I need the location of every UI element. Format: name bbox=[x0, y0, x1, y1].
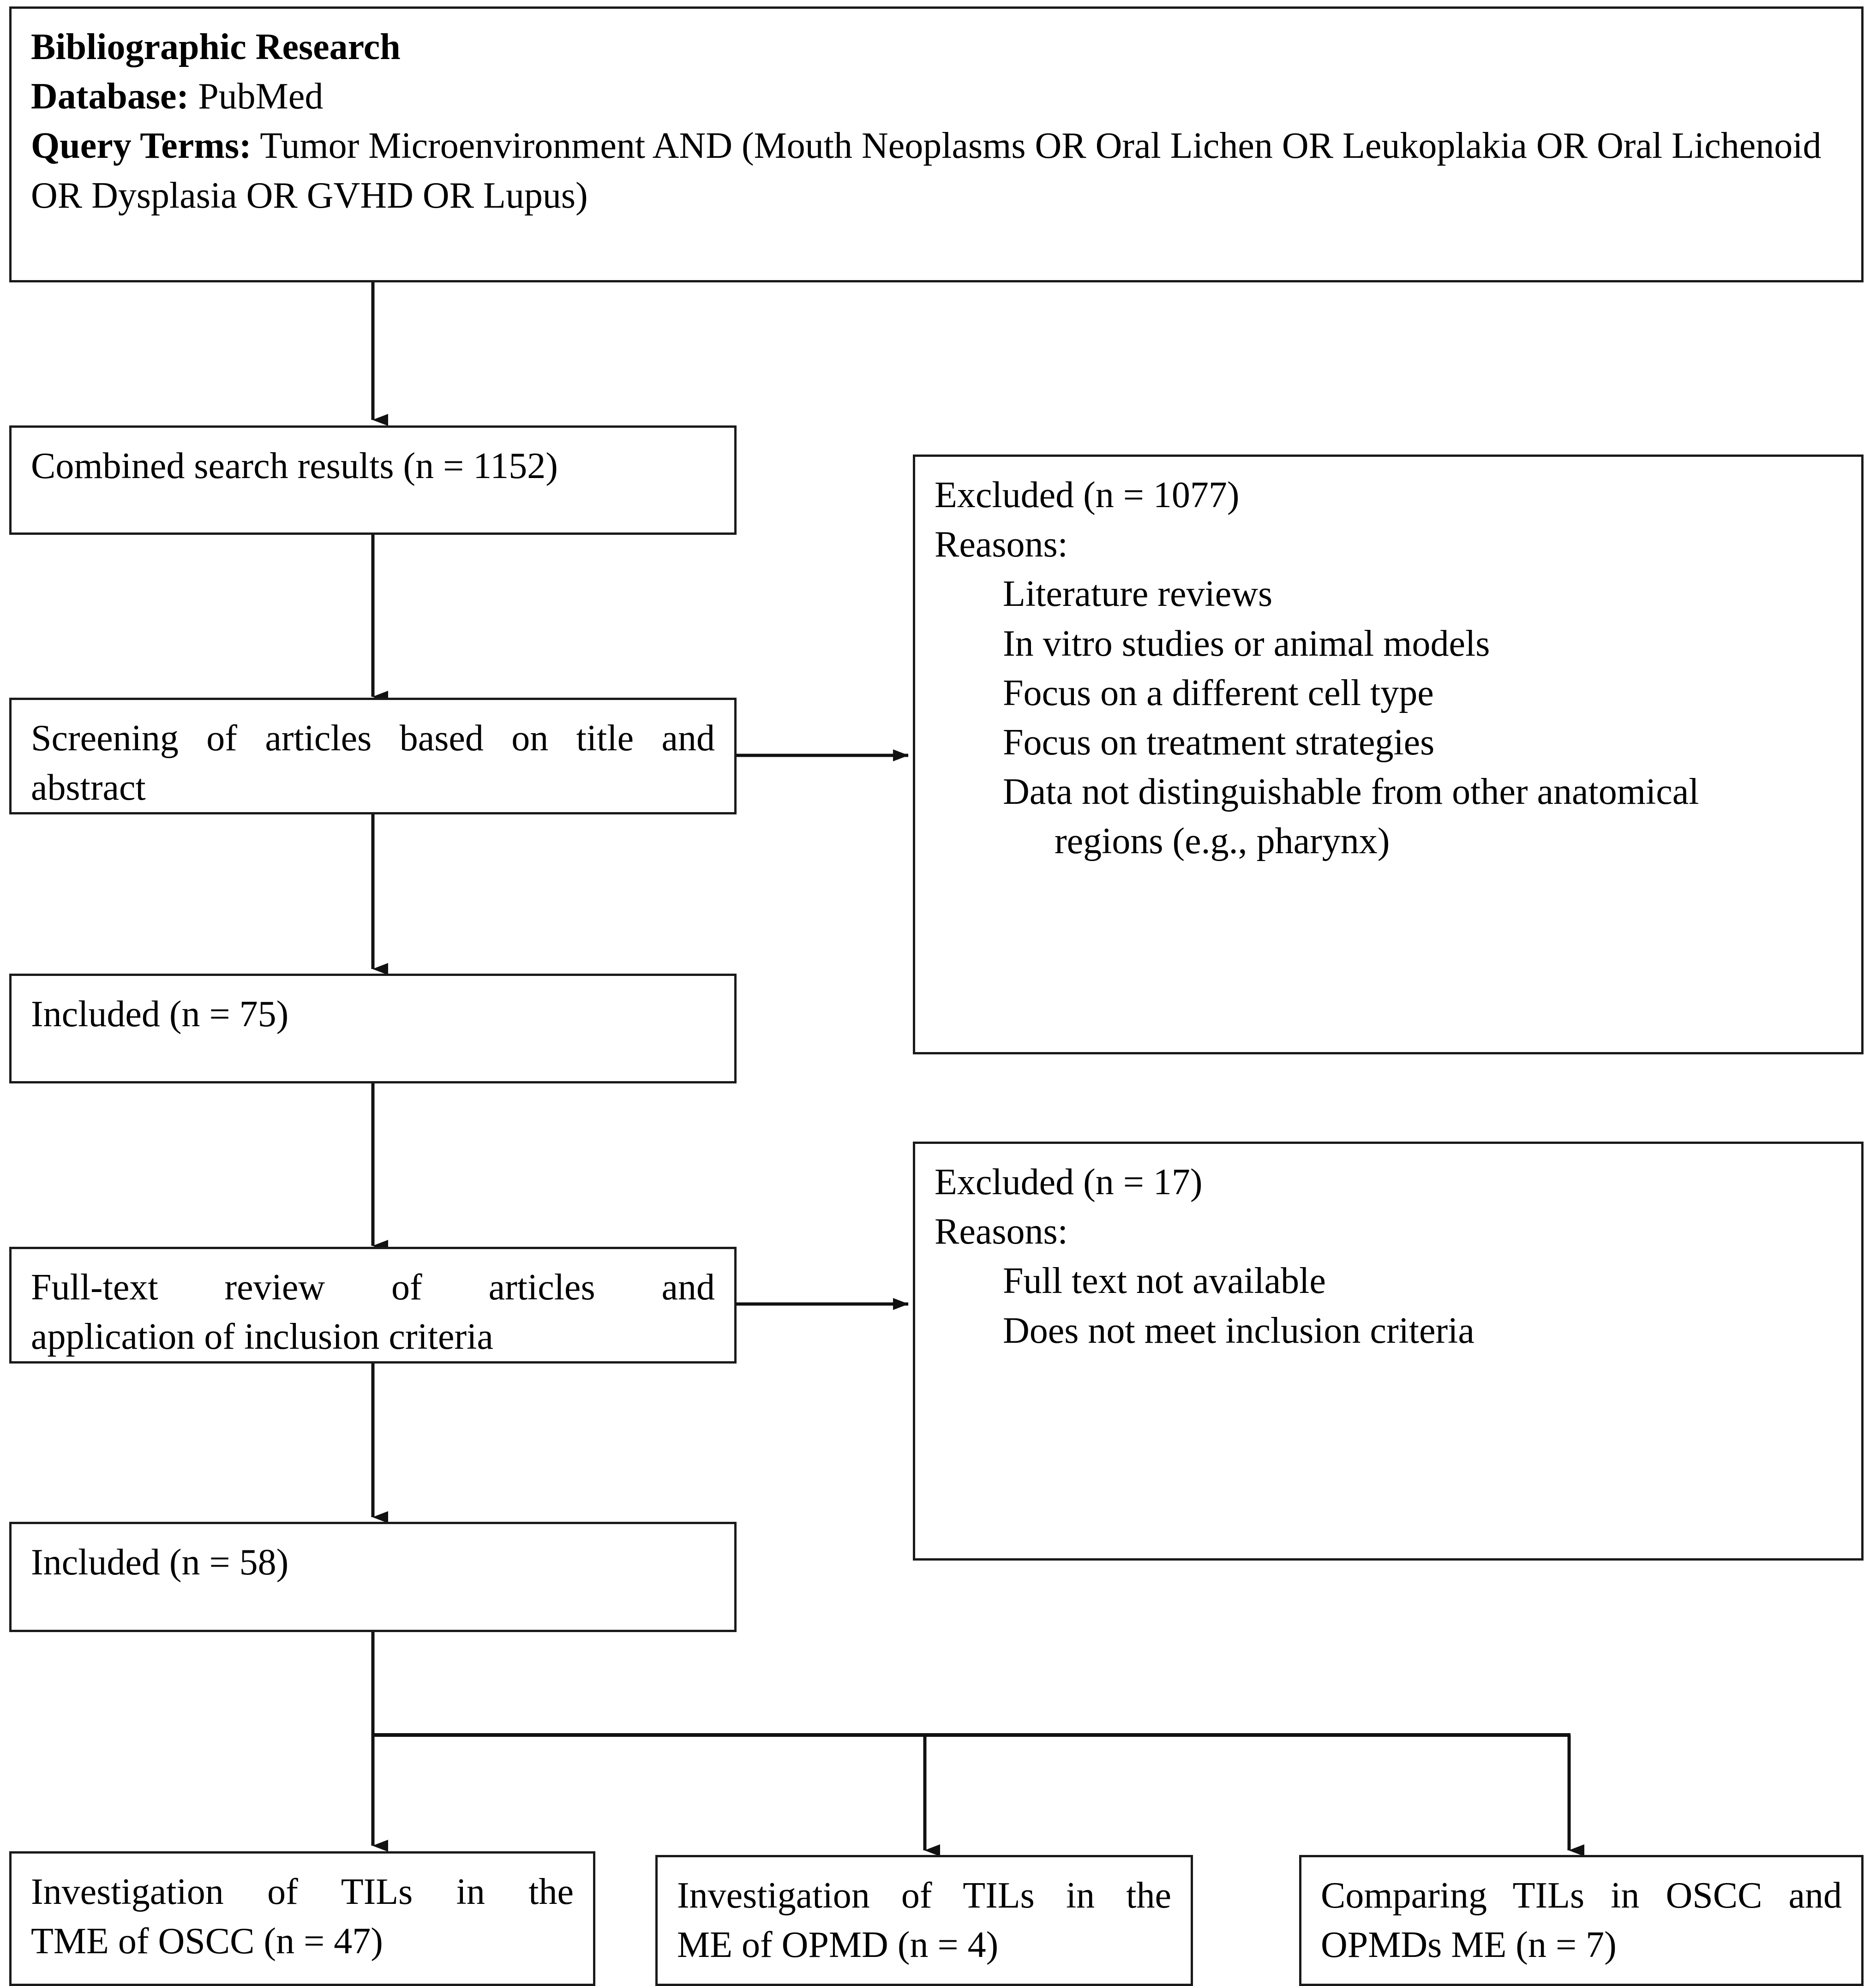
query-line: Query Terms: Tumor Microenvironment AND … bbox=[31, 121, 1842, 220]
query-label: Query Terms: bbox=[31, 126, 252, 167]
reason-item: Literature reviews bbox=[1003, 574, 1273, 615]
query-value: Tumor Microenvironment AND (Mouth Neopla… bbox=[31, 126, 1822, 216]
excluded-17-reasons-label: Reasons: bbox=[935, 1211, 1068, 1252]
excluded-1077-title: Excluded (n = 1077) bbox=[935, 475, 1240, 515]
included-75-label: Included (n = 75) bbox=[31, 994, 289, 1035]
reason-item: In vitro studies or animal models bbox=[1003, 623, 1490, 664]
fulltext-review-box: Full-text review of articles and applica… bbox=[9, 1247, 737, 1364]
screening-box: Screening of articles based on title and… bbox=[9, 698, 737, 814]
screening-line-2: abstract bbox=[31, 767, 146, 808]
database-value: PubMed bbox=[198, 76, 324, 117]
combined-search-results-label: Combined search results (n = 1152) bbox=[31, 446, 558, 486]
excluded-1077-reasons-list: Literature reviews In vitro studies or a… bbox=[935, 569, 1842, 866]
outcome-box-oscc: Investigation of TILs in the TME of OSCC… bbox=[9, 1851, 595, 1986]
reason-item: Full text not available bbox=[1003, 1261, 1326, 1302]
excluded-1077-reasons-label: Reasons: bbox=[935, 524, 1068, 565]
database-label: Database: bbox=[31, 76, 189, 117]
outcome-box-comparison: Comparing TILs in OSCC and OPMDs ME (n =… bbox=[1299, 1855, 1864, 1986]
reason-line-1: Data not distinguishable from other anat… bbox=[1003, 772, 1699, 813]
outcome-box-opmd: Investigation of TILs in the ME of OPMD … bbox=[655, 1855, 1193, 1986]
outcome-opmd-line-2: ME of OPMD (n = 4) bbox=[677, 1925, 999, 1966]
outcome-oscc-line-1: Investigation of TILs in the bbox=[31, 1872, 574, 1912]
reason-line-2: regions (e.g., pharynx) bbox=[1055, 821, 1390, 862]
excluded-17-title: Excluded (n = 17) bbox=[935, 1162, 1203, 1202]
outcome-oscc-line-2: TME of OSCC (n = 47) bbox=[31, 1921, 383, 1962]
database-line: Database: PubMed bbox=[31, 72, 1842, 121]
included-58-box: Included (n = 58) bbox=[9, 1522, 737, 1632]
outcome-comparison-line-2: OPMDs ME (n = 7) bbox=[1321, 1925, 1617, 1966]
search-heading: Bibliographic Research bbox=[31, 27, 401, 67]
fulltext-line-2: application of inclusion criteria bbox=[31, 1316, 493, 1358]
screening-line-1: Screening of articles based on title and bbox=[31, 718, 715, 759]
fulltext-line-1: Full-text review of articles and bbox=[31, 1267, 715, 1308]
outcome-opmd-line-1: Investigation of TILs in the bbox=[677, 1875, 1171, 1916]
excluded-17-box: Excluded (n = 17) Reasons: Full text not… bbox=[913, 1142, 1864, 1561]
reason-item: Data not distinguishable from other anat… bbox=[935, 767, 1842, 866]
reason-item: Focus on treatment strategies bbox=[1003, 722, 1435, 763]
included-75-box: Included (n = 75) bbox=[9, 974, 737, 1083]
bibliographic-research-box: Bibliographic Research Database: PubMed … bbox=[9, 6, 1864, 282]
reason-item: Focus on a different cell type bbox=[1003, 672, 1434, 713]
excluded-17-reasons-list: Full text not available Does not meet in… bbox=[935, 1256, 1842, 1355]
excluded-1077-box: Excluded (n = 1077) Reasons: Literature … bbox=[913, 455, 1864, 1054]
reason-item: Does not meet inclusion criteria bbox=[1003, 1310, 1474, 1351]
combined-search-results-box: Combined search results (n = 1152) bbox=[9, 425, 737, 535]
included-58-label: Included (n = 58) bbox=[31, 1542, 289, 1583]
outcome-comparison-line-1: Comparing TILs in OSCC and bbox=[1321, 1875, 1842, 1916]
